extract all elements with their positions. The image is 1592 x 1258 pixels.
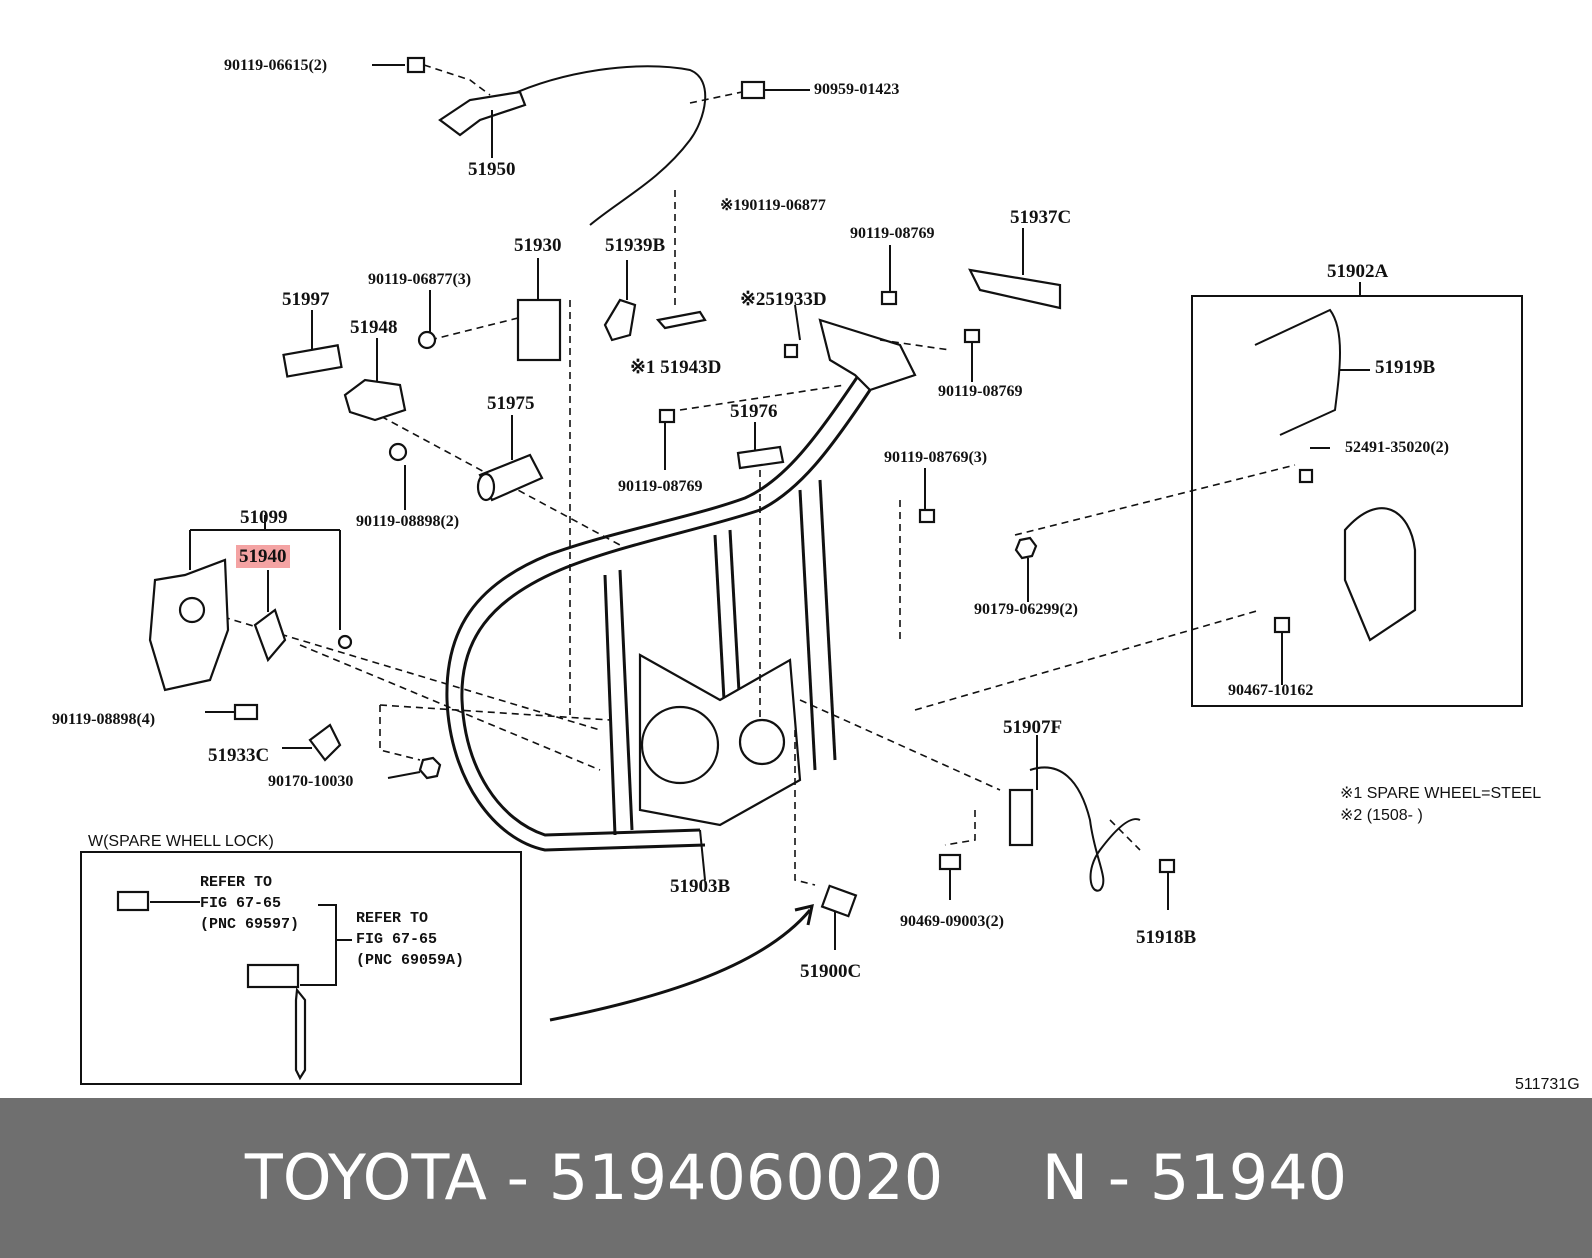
nut-90179-06299 (1014, 536, 1038, 560)
bolt-90119-08769-a (880, 290, 898, 306)
label-90119-08898-2: 90119-08898(2) (356, 513, 460, 530)
spare-wheel-cover-box (1191, 295, 1523, 707)
label-51943D: ※1 51943D (630, 357, 722, 378)
footnote-1: ※1 SPARE WHEEL=STEEL (1340, 785, 1542, 802)
spare-lock-box-title: W(SPARE WHELL LOCK) (88, 833, 274, 850)
label-51933D: ※251933D (740, 289, 827, 310)
label-51900C: 51900C (800, 961, 862, 982)
label-90119-08769-c: 90119-08769 (618, 478, 703, 495)
label-51997: 51997 (282, 289, 330, 310)
lock-nut-51900C (820, 884, 858, 918)
footer-caption: TOYOTA - 5194060020 N - 51940 (244, 1141, 1348, 1214)
label-90179-06299: 90179-06299(2) (974, 601, 1078, 618)
arrow (549, 909, 812, 1022)
pad-51943D (655, 310, 707, 330)
rod-51919B (1254, 308, 1341, 436)
label-52491-35020: 52491-35020(2) (1345, 439, 1449, 456)
label-51948: 51948 (350, 317, 398, 338)
clip-51918B (1158, 858, 1176, 874)
nut-90170-10030 (418, 756, 442, 780)
bolt-90119-08769-3 (918, 508, 936, 524)
label-90119-08898-4: 90119-08898(4) (52, 711, 156, 728)
lock-cylinder-51907F (1008, 788, 1034, 847)
clip-52491-35020 (1298, 468, 1314, 484)
hinge-51930 (516, 298, 562, 362)
key-icon (294, 987, 307, 1081)
bracket-51948 (343, 378, 407, 422)
label-90119-06877-3: 90119-06877(3) (368, 271, 472, 288)
label-90119-08769-b: 90119-08769 (938, 383, 1023, 400)
lock-bolt-part (116, 890, 150, 912)
label-51975: 51975 (487, 393, 535, 414)
diagram-drawing (80, 56, 1523, 1085)
label-51950: 51950 (468, 159, 516, 180)
label-90469-09003: 90469-09003(2) (900, 913, 1004, 930)
nut-90467-10162 (1273, 616, 1291, 634)
label-51903B: 51903B (670, 876, 731, 897)
pad-51976 (736, 445, 785, 470)
release-cable (499, 65, 707, 226)
label-90119-08769-a: 90119-08769 (850, 225, 935, 242)
clip-90959-01423 (740, 80, 766, 100)
label-51919B: 51919B (1375, 357, 1436, 378)
bolt-90119-08898-4 (233, 703, 259, 721)
bumper-51933C (308, 723, 342, 762)
label-51918B: 51918B (1136, 927, 1197, 948)
spare-lock-box (80, 851, 522, 1085)
label-51930: 51930 (514, 235, 562, 256)
bolt-90119-06615 (406, 56, 426, 74)
refer-note-2: REFER TO FIG 67-65 (PNC 69059A) (356, 910, 465, 969)
wheel-hole (640, 705, 720, 785)
bolt-90119-08769-b (963, 328, 981, 344)
footnote-2: ※2 (1508- ) (1340, 807, 1423, 824)
bumper-51933D (783, 343, 799, 359)
cable-51907F (1029, 766, 1141, 892)
bolt-90119-08769-c (658, 408, 676, 424)
clip-90469-09003 (938, 853, 962, 871)
plate-51997 (282, 344, 343, 378)
cable-handle-part (438, 90, 527, 137)
label-51902A: 51902A (1327, 261, 1389, 282)
parts-diagram: 90119-06615(2) 90959-01423 51950 ※190119… (52, 56, 1580, 1093)
label-90119-06877-star: ※190119-06877 (720, 197, 826, 214)
mount-plate-51099 (148, 558, 230, 692)
label-90467-10162: 90467-10162 (1228, 682, 1314, 699)
label-90959-01423: 90959-01423 (814, 81, 900, 98)
label-90119-06615: 90119-06615(2) (224, 57, 328, 74)
footer-bar: TOYOTA - 5194060020 N - 51940 (0, 1098, 1592, 1258)
label-51907F: 51907F (1003, 717, 1063, 738)
refer-note-1: REFER TO FIG 67-65 (PNC 69597) (200, 874, 300, 933)
cover-panel (1343, 507, 1417, 642)
carrier-frame (460, 389, 872, 837)
figure-code: 511731G (1515, 1076, 1580, 1093)
label-51933C: 51933C (208, 745, 270, 766)
label-51937C: 51937C (1010, 207, 1072, 228)
label-90170-10030: 90170-10030 (268, 773, 354, 790)
latch-51940 (253, 608, 287, 663)
label-51939B: 51939B (605, 235, 666, 256)
label-51099: 51099 (240, 507, 288, 528)
hinge-bracket (818, 318, 917, 392)
label-51940-highlighted: 51940 (236, 545, 290, 568)
stopper-51939B (603, 298, 637, 342)
cover-51937C (968, 268, 1062, 310)
label-90119-08769-3: 90119-08769(3) (884, 449, 988, 466)
label-51976: 51976 (730, 401, 778, 422)
lock-cylinder-part (246, 963, 300, 989)
